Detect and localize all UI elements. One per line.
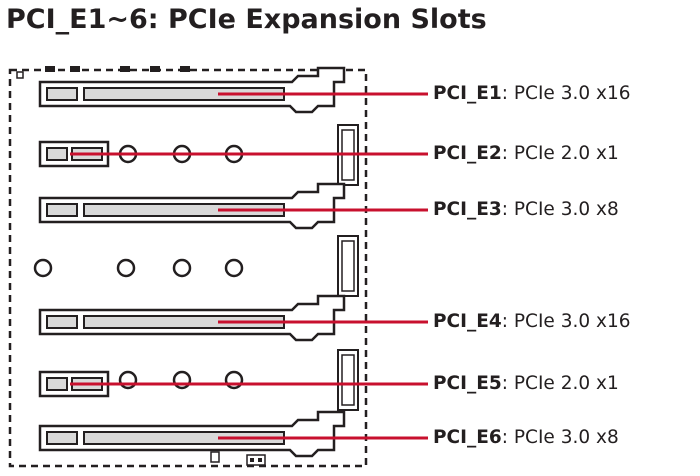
slot-label-pci-e5: PCI_E5: PCIe 2.0 x1 — [433, 369, 619, 399]
hole — [172, 370, 192, 390]
hole — [116, 258, 136, 278]
slot-label-pci-e6: PCI_E6: PCIe 3.0 x8 — [433, 423, 619, 453]
slot-name: PCI_E4 — [433, 311, 502, 332]
slot-label-pci-e1: PCI_E1: PCIe 3.0 x16 — [433, 79, 631, 109]
slot-name: PCI_E5 — [433, 373, 502, 394]
slot-separator: : — [501, 83, 514, 104]
slot-name: PCI_E2 — [433, 143, 502, 164]
slot-spec: PCIe 3.0 x16 — [513, 311, 631, 332]
slot-key-short — [46, 315, 78, 329]
slot-spec: PCIe 2.0 x1 — [513, 143, 619, 164]
bottom-connector — [210, 451, 266, 466]
slot-key-short — [46, 431, 78, 445]
pcie-slots — [38, 66, 346, 458]
slot-label-pci-e4: PCI_E4: PCIe 3.0 x16 — [433, 307, 631, 337]
slot-separator: : — [501, 311, 514, 332]
pcie-slot-pci-e3 — [38, 182, 346, 230]
slot-name: PCI_E1 — [433, 83, 502, 104]
hole — [224, 258, 244, 278]
leader-lines — [70, 92, 428, 440]
pcie-slot-pci-e4 — [38, 294, 346, 342]
slot-key-short — [46, 377, 68, 391]
slot-spec: PCIe 2.0 x1 — [513, 373, 619, 394]
slot-key-short — [46, 203, 78, 217]
slot-label-pci-e2: PCI_E2: PCIe 2.0 x1 — [433, 139, 619, 169]
slot-separator: : — [501, 373, 514, 394]
hole — [172, 258, 192, 278]
board-outline — [8, 68, 368, 468]
pcie-slot-pci-e1 — [38, 66, 346, 114]
slot-key-short — [46, 87, 78, 101]
slot-separator: : — [501, 143, 514, 164]
slot-spec: PCIe 3.0 x8 — [513, 427, 619, 448]
slot-separator: : — [501, 199, 514, 220]
hole — [224, 370, 244, 390]
slot-separator: : — [501, 427, 514, 448]
slot-label-pci-e3: PCI_E3: PCIe 3.0 x8 — [433, 195, 619, 225]
page-title: PCI_E1~6: PCIe Expansion Slots — [6, 4, 487, 35]
hole — [118, 370, 138, 390]
pcie-slot-pci-e6 — [38, 410, 346, 458]
side-connectors — [337, 124, 359, 411]
mounting-holes — [33, 144, 244, 390]
slot-name: PCI_E3 — [433, 199, 502, 220]
top-edge-connectors — [16, 66, 190, 79]
slot-spec: PCIe 3.0 x16 — [513, 83, 631, 104]
slot-name: PCI_E6 — [433, 427, 502, 448]
slot-key-short — [46, 147, 68, 161]
hole — [33, 258, 53, 278]
slot-spec: PCIe 3.0 x8 — [513, 199, 619, 220]
